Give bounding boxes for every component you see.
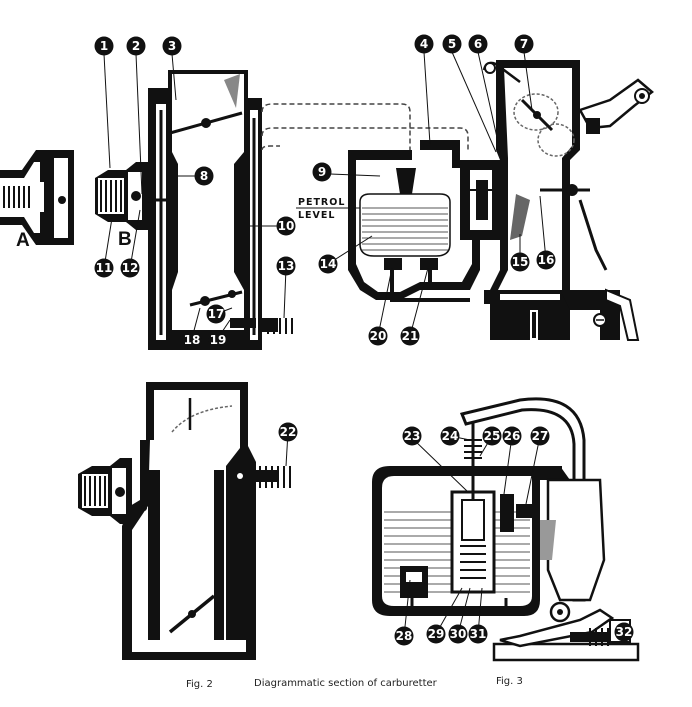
callout-24: 24 [440,426,460,446]
svg-text:29: 29 [428,627,445,641]
svg-text:9: 9 [318,165,326,179]
callout-20: 20 [368,326,388,346]
callouts: 1 2 3 4 5 6 7 8 9 10 11 12 13 14 15 16 1… [94,34,634,646]
callout-3: 3 [162,36,182,56]
callout-6: 6 [468,34,488,54]
svg-text:16: 16 [538,253,555,267]
svg-text:2: 2 [132,39,140,53]
svg-text:8: 8 [200,169,208,183]
svg-text:19: 19 [210,333,227,347]
callout-11: 11 [94,258,114,278]
callout-28: 28 [394,626,414,646]
svg-text:23: 23 [404,429,421,443]
svg-text:6: 6 [474,37,482,51]
svg-text:3: 3 [168,39,176,53]
svg-text:11: 11 [96,261,113,275]
svg-text:12: 12 [122,261,139,275]
caption-fig3: Fig. 3 [496,676,523,687]
svg-text:15: 15 [512,255,529,269]
svg-text:10: 10 [278,219,295,233]
callout-29: 29 [426,624,446,644]
callout-32: 32 [614,622,634,642]
svg-text:17: 17 [208,307,225,321]
callout-5: 5 [442,34,462,54]
callout-16: 16 [536,250,556,270]
callout-22: 22 [278,422,298,442]
callout-27: 27 [530,426,550,446]
svg-text:22: 22 [280,425,297,439]
petrol-level-line1: PETROL [298,197,345,208]
svg-text:27: 27 [532,429,549,443]
callout-14: 14 [318,254,338,274]
callout-12: 12 [120,258,140,278]
callout-8: 8 [194,166,214,186]
svg-text:4: 4 [420,37,428,51]
callout-18: 18 [182,330,202,350]
inset-a-jet [0,150,74,245]
callout-30: 30 [448,624,468,644]
svg-text:24: 24 [442,429,459,443]
callout-9: 9 [312,162,332,182]
callout-10: 10 [276,216,296,236]
svg-text:32: 32 [616,625,633,639]
callout-15: 15 [510,252,530,272]
caption-title: Diagrammatic section of carburetter [254,678,438,689]
callout-19: 19 [208,330,228,350]
svg-text:28: 28 [396,629,413,643]
callout-7: 7 [514,34,534,54]
float-chamber [348,140,580,302]
throttle-body [482,60,654,341]
label-b: B [118,229,132,250]
callout-2: 2 [126,36,146,56]
label-a: A [16,230,30,251]
petrol-level-line2: LEVEL [298,210,335,221]
svg-text:1: 1 [100,39,108,53]
fig3-float-chamber [372,420,570,616]
fig2-top-body [136,70,262,350]
callout-4: 4 [414,34,434,54]
callout-23: 23 [402,426,422,446]
dashed-passages [261,103,469,152]
svg-text:21: 21 [402,329,419,343]
svg-text:14: 14 [320,257,337,271]
fig2-jet-b [95,162,148,230]
svg-text:26: 26 [504,429,521,443]
callout-13: 13 [276,256,296,276]
svg-text:25: 25 [484,429,501,443]
callout-31: 31 [468,624,488,644]
fig2-bottom-body [122,382,291,660]
svg-text:30: 30 [450,627,467,641]
callout-21: 21 [400,326,420,346]
svg-text:31: 31 [470,627,487,641]
svg-text:20: 20 [370,329,387,343]
svg-text:18: 18 [184,333,201,347]
callout-1: 1 [94,36,114,56]
callout-26: 26 [502,426,522,446]
fig3-lever [459,397,640,662]
callout-17: 17 [206,304,226,324]
fig2-spring-13 [262,318,293,334]
svg-text:13: 13 [278,259,295,273]
callout-25: 25 [482,426,502,446]
svg-text:7: 7 [520,37,528,51]
caption-fig2: Fig. 2 [186,679,213,690]
svg-text:5: 5 [448,37,456,51]
fig2-lower-jet [78,458,147,524]
